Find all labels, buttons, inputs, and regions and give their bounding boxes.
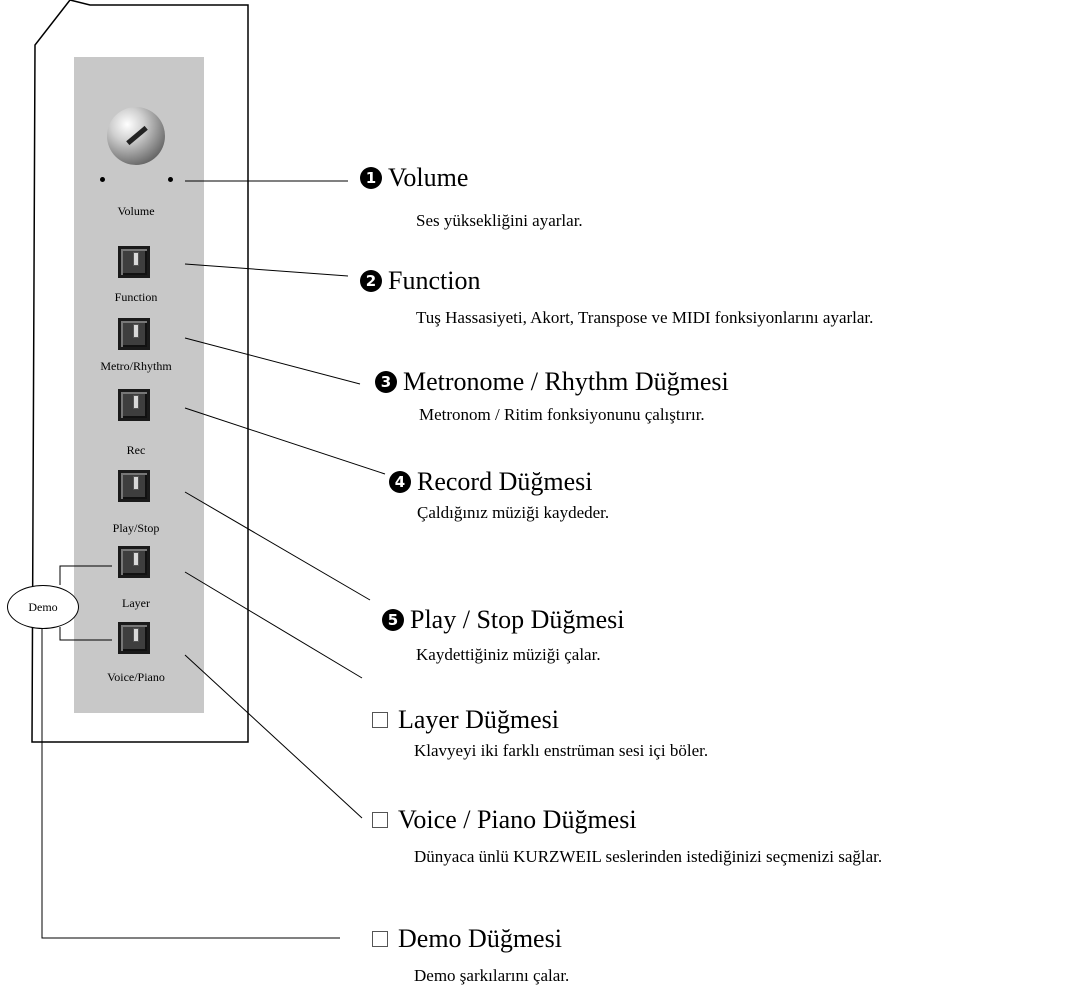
marker-1-icon: 1 — [360, 167, 382, 189]
checkbox-icon — [372, 712, 388, 728]
leader-record — [184, 407, 386, 475]
callout-layer: Layer Düğmesi Klavyeyi iki farklı enstrü… — [372, 705, 708, 761]
button-notch — [133, 476, 139, 490]
play-stop-button[interactable] — [118, 470, 150, 502]
callout-description: Kaydettiğiniz müziği çalar. — [416, 645, 601, 664]
button-notch — [133, 628, 139, 642]
leader-function — [184, 263, 349, 277]
layer-label: Layer — [122, 596, 150, 610]
knob-max-dot — [168, 177, 173, 182]
callout-voice-piano: Voice / Piano Düğmesi Dünyaca ünlü KURZW… — [372, 805, 882, 867]
callout-description: Klavyeyi iki farklı enstrüman sesi içi b… — [414, 741, 709, 760]
callout-description: Dünyaca ünlü KURZWEIL seslerinden istedi… — [414, 847, 883, 866]
marker-5-icon: 5 — [382, 609, 404, 631]
callout-description: Demo şarkılarını çalar. — [414, 966, 570, 985]
callout-title: Function — [388, 266, 481, 295]
knob-indicator — [126, 125, 148, 146]
demo-bracket-top — [59, 565, 112, 585]
device-outline — [31, 0, 249, 743]
demo-label: Demo — [7, 585, 79, 629]
control-panel-bg — [74, 57, 204, 713]
checkbox-icon — [372, 812, 388, 828]
knob-min-dot — [100, 177, 105, 182]
rec-label: Rec — [126, 443, 146, 457]
button-notch — [133, 252, 139, 266]
callout-title: Record Düğmesi — [417, 467, 593, 496]
layer-button[interactable] — [118, 546, 150, 578]
marker-4-icon: 4 — [389, 471, 411, 493]
callout-volume: 1 Volume Ses yüksekliğini ayarlar. — [360, 163, 583, 231]
callout-title: Layer Düğmesi — [398, 705, 560, 734]
callout-title: Metronome / Rhythm Düğmesi — [403, 367, 729, 396]
leader-voice — [184, 654, 363, 819]
callout-function: 2 Function Tuş Hassasiyeti, Akort, Transp… — [360, 266, 873, 328]
callout-metronome: 3 Metronome / Rhythm Düğmesi Metronom / R… — [375, 367, 729, 425]
callout-description: Tuş Hassasiyeti, Akort, Transpose ve MID… — [416, 308, 874, 327]
checkbox-icon — [372, 931, 388, 947]
demo-bracket-bottom — [59, 627, 112, 641]
function-label: Function — [114, 290, 158, 304]
function-button[interactable] — [118, 246, 150, 278]
play-stop-label: Play/Stop — [112, 521, 160, 535]
button-notch — [133, 324, 139, 338]
metro-rhythm-button[interactable] — [118, 318, 150, 350]
voice-piano-label: Voice/Piano — [107, 670, 165, 684]
leader-layer — [184, 571, 363, 679]
leader-play — [184, 491, 371, 601]
volume-label: Volume — [117, 204, 155, 218]
callout-title: Demo Düğmesi — [398, 924, 562, 953]
leader-demo — [41, 627, 340, 939]
callout-demo: Demo Düğmesi Demo şarkılarını çalar. — [372, 924, 569, 986]
callout-title: Voice / Piano Düğmesi — [398, 805, 637, 834]
volume-knob[interactable] — [107, 107, 165, 165]
button-notch — [133, 395, 139, 409]
voice-piano-button[interactable] — [118, 622, 150, 654]
rec-button[interactable] — [118, 389, 150, 421]
callout-description: Metronom / Ritim fonksiyonunu çalıştırır… — [419, 405, 705, 424]
callout-record: 4 Record Düğmesi Çaldığınız müziği kayded… — [389, 467, 609, 523]
callout-title: Volume — [388, 163, 469, 192]
metro-rhythm-label: Metro/Rhythm — [100, 359, 172, 373]
callout-description: Çaldığınız müziği kaydeder. — [417, 503, 610, 522]
marker-3-icon: 3 — [375, 371, 397, 393]
callout-title: Play / Stop Düğmesi — [410, 605, 625, 634]
marker-2-icon: 2 — [360, 270, 382, 292]
leader-metro — [184, 337, 361, 385]
callout-play-stop: 5 Play / Stop Düğmesi Kaydettiğiniz müziğ… — [382, 605, 625, 665]
button-notch — [133, 552, 139, 566]
callout-description: Ses yüksekliğini ayarlar. — [416, 211, 583, 230]
